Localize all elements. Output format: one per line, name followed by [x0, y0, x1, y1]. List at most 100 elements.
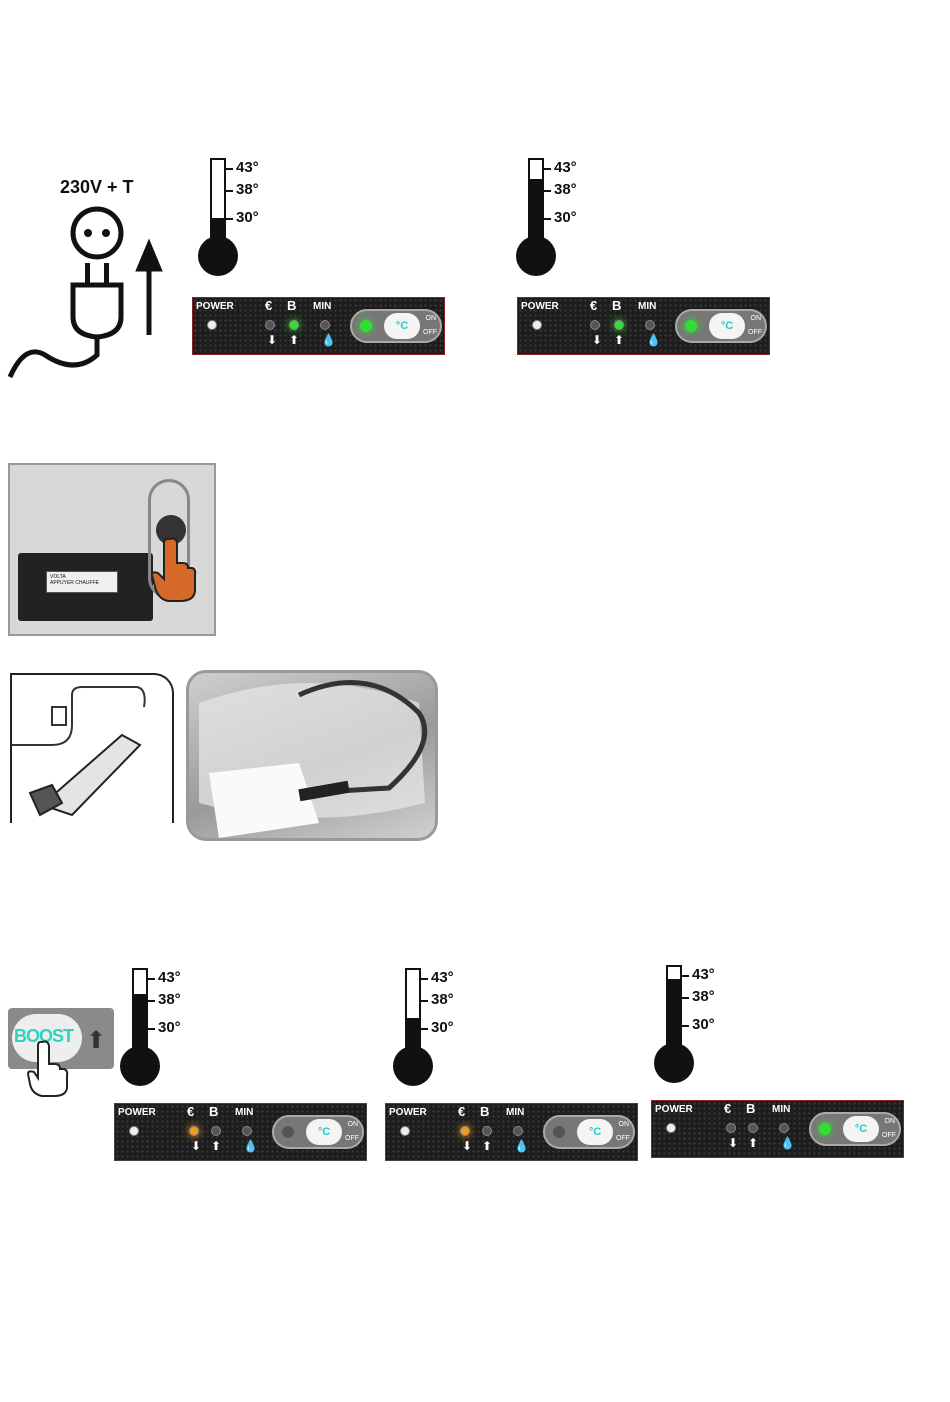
on-off-switch[interactable]: °C ON OFF [543, 1115, 635, 1149]
shower-head-image [189, 673, 435, 838]
power-label: POWER [389, 1107, 427, 1118]
on-off-switch[interactable]: °C ON OFF [675, 309, 767, 343]
up-arrow-icon: ⬆ [614, 334, 624, 346]
min-led [779, 1123, 789, 1133]
min-led [320, 320, 330, 330]
handset-icon [12, 675, 172, 823]
min-led [645, 320, 655, 330]
voltage-label: 230V + T [60, 177, 134, 198]
power-label: POWER [521, 301, 559, 312]
boost-led [482, 1126, 492, 1136]
on-off-switch[interactable]: °C ON OFF [809, 1112, 901, 1146]
heating-led [819, 1123, 831, 1135]
up-arrow-icon: ⬆ [289, 334, 299, 346]
down-arrow-icon: ⬇ [462, 1140, 472, 1152]
label-43: 43° [158, 970, 181, 985]
b-label: B [612, 298, 621, 313]
thermometer-5: 43° 38° 30° [654, 965, 764, 1095]
eco-led [726, 1123, 736, 1133]
on-label: ON [348, 1121, 359, 1128]
eco-led [265, 320, 275, 330]
b-label: B [209, 1104, 218, 1119]
power-led [400, 1126, 410, 1136]
pressing-hand-icon [150, 535, 200, 605]
label-38: 38° [236, 182, 259, 197]
on-label: ON [619, 1121, 630, 1128]
power-led [129, 1126, 139, 1136]
power-label: POWER [196, 301, 234, 312]
eco-led [590, 320, 600, 330]
min-label: MIN [235, 1107, 253, 1118]
thermometer-4: 43° 38° 30° [393, 968, 503, 1098]
euro-label: € [724, 1101, 731, 1116]
label-30: 30° [554, 210, 577, 225]
celsius-label: °C [306, 1119, 342, 1145]
label-38: 38° [554, 182, 577, 197]
b-label: B [287, 298, 296, 313]
down-arrow-icon: ⬇ [728, 1137, 738, 1149]
heating-led [360, 320, 372, 332]
eco-led [189, 1126, 199, 1136]
min-label: MIN [772, 1104, 790, 1115]
euro-label: € [265, 298, 272, 313]
off-label: OFF [616, 1135, 630, 1142]
label-30: 30° [431, 1020, 454, 1035]
label-43: 43° [431, 970, 454, 985]
up-arrow-icon: ⬆ [211, 1140, 221, 1152]
pointing-hand-icon [26, 1038, 70, 1098]
min-label: MIN [506, 1107, 524, 1118]
up-arrow-icon: ⬆ [482, 1140, 492, 1152]
bathtub-photo [186, 670, 438, 841]
down-arrow-icon: ⬇ [191, 1140, 201, 1152]
label-38: 38° [158, 992, 181, 1007]
plug-icon [5, 205, 165, 385]
celsius-label: °C [577, 1119, 613, 1145]
label-30: 30° [236, 210, 259, 225]
heating-led [282, 1126, 294, 1138]
celsius-label: °C [709, 313, 745, 339]
b-label: B [746, 1101, 755, 1116]
control-panel-1: POWER € B MIN ⬇ ⬆ 💧 °C ON OFF [192, 297, 445, 355]
drop-icon: 💧 [321, 334, 336, 346]
drop-icon: 💧 [514, 1140, 529, 1152]
control-panel-2: POWER € B MIN ⬇ ⬆ 💧 °C ON OFF [517, 297, 770, 355]
power-led [207, 320, 217, 330]
thermometer-2: 43° 38° 30° [516, 158, 626, 288]
eco-led [460, 1126, 470, 1136]
heating-led [685, 320, 697, 332]
drop-icon: 💧 [243, 1140, 258, 1152]
on-off-switch[interactable]: °C ON OFF [272, 1115, 364, 1149]
control-panel-3: POWER € B MIN ⬇ ⬆ 💧 °C ON OFF [114, 1103, 367, 1161]
label-30: 30° [158, 1020, 181, 1035]
label-30: 30° [692, 1017, 715, 1032]
boost-led [289, 320, 299, 330]
on-label: ON [885, 1118, 896, 1125]
thermometer-1: 43° 38° 30° [198, 158, 308, 288]
off-label: OFF [423, 329, 437, 336]
up-arrow-icon: ⬆ [86, 1026, 106, 1055]
boost-button[interactable]: BOOST ⬆ [8, 1008, 114, 1069]
down-arrow-icon: ⬇ [267, 334, 277, 346]
control-panel-4: POWER € B MIN ⬇ ⬆ 💧 °C ON OFF [385, 1103, 638, 1161]
up-arrow-icon: ⬆ [748, 1137, 758, 1149]
label-43: 43° [236, 160, 259, 175]
label-43: 43° [554, 160, 577, 175]
boost-led [614, 320, 624, 330]
label-38: 38° [431, 992, 454, 1007]
lcd-line-2: APPUYER CHAUFFE [50, 580, 114, 586]
euro-label: € [458, 1104, 465, 1119]
off-label: OFF [748, 329, 762, 336]
boost-led [211, 1126, 221, 1136]
on-label: ON [426, 315, 437, 322]
on-off-switch[interactable]: °C ON OFF [350, 309, 442, 343]
min-label: MIN [313, 301, 331, 312]
power-label: POWER [655, 1104, 693, 1115]
drop-icon: 💧 [646, 334, 661, 346]
min-led [513, 1126, 523, 1136]
thermometer-3: 43° 38° 30° [120, 968, 230, 1098]
drop-icon: 💧 [780, 1137, 795, 1149]
off-label: OFF [345, 1135, 359, 1142]
heating-led [553, 1126, 565, 1138]
control-panel-5: POWER € B MIN ⬇ ⬆ 💧 °C ON OFF [651, 1100, 904, 1158]
b-label: B [480, 1104, 489, 1119]
